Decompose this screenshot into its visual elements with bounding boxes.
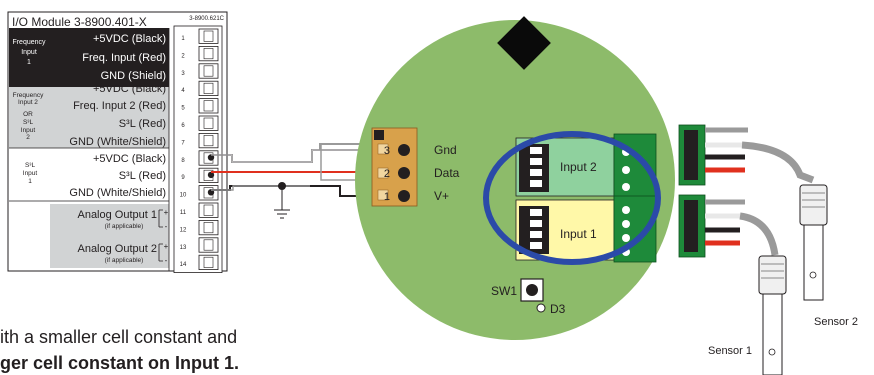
io-module-title: I/O Module 3-8900.401-X (12, 15, 147, 29)
analog-output-1-bracket (158, 209, 163, 228)
analog-outputs-panel (50, 204, 169, 268)
group1-row3: GND (Shield) (101, 70, 166, 82)
analog-output-1-plus: + (164, 208, 169, 217)
group3-name-line3: 1 (28, 178, 32, 185)
connector-pin-3 (398, 144, 410, 156)
terminal-number-7: 7 (181, 140, 185, 146)
pin-2-number: 2 (384, 168, 390, 180)
terminal-number-4: 4 (181, 88, 185, 94)
wire-gray (319, 143, 376, 150)
ground-node (278, 182, 286, 190)
terminal-number-6: 6 (181, 123, 185, 129)
terminal-strip-frame (173, 25, 223, 274)
frequency-input-2-panel (9, 87, 169, 148)
circuit-board: 3 2 1 Gnd Data V+ Input 2 Input 1 (355, 16, 675, 340)
caption-line-2: ger cell constant on Input 1. (0, 353, 239, 373)
group1-name-line3: 1 (27, 59, 31, 66)
group3-row1: +5VDC (Black) (93, 153, 166, 165)
group2-name-line1: Frequency (13, 92, 44, 99)
group2-name-line2: Input 2 (18, 99, 38, 106)
analog-output-2-minus: - (165, 256, 168, 265)
terminal-number-3: 3 (181, 71, 185, 77)
highlight-ellipse (483, 131, 661, 265)
group2-name-line5: Input (21, 127, 36, 134)
pin-1-number: 1 (384, 191, 390, 203)
group3-name-line2: Input (23, 170, 38, 177)
sensor-assembly: Sensor 2 Sensor 1 (678, 124, 858, 375)
group2-name-line3: OR (23, 111, 33, 118)
terminal-number-8: 8 (181, 158, 185, 164)
group2-row2: Freq. Input 2 (Red) (73, 100, 166, 112)
terminal-screw-12 (203, 222, 214, 234)
input-2-label: Input 2 (560, 160, 597, 174)
terminal-connection-dot (207, 154, 215, 161)
sensor-1-cable (739, 212, 779, 256)
terminal-screw-1 (203, 30, 214, 42)
terminal-number-11: 11 (180, 210, 187, 216)
frequency-input-1-panel (9, 28, 169, 87)
wire-shield-gnd (211, 149, 372, 163)
group2-name-line6: 2 (26, 134, 30, 141)
pin-1-label: V+ (434, 189, 449, 203)
group1-row2: Freq. Input (Red) (82, 52, 166, 64)
sensor-2-cable (741, 141, 815, 184)
analog-output-2-bracket (158, 243, 163, 262)
group2-row4: GND (White/Shield) (69, 136, 166, 148)
terminal-screw-2 (203, 48, 214, 60)
terminal-number-2: 2 (181, 53, 185, 59)
board-connector (371, 127, 418, 207)
analog-output-2-plus: + (164, 242, 169, 251)
group3-row3: GND (White/Shield) (69, 187, 166, 199)
terminal-screw-6 (203, 117, 214, 129)
caption-line-1: ith a smaller cell constant and (0, 327, 237, 347)
d3-led-icon (536, 303, 546, 313)
pin-3-label: Gnd (434, 143, 457, 157)
analog-output-2-label: Analog Output 2 (77, 243, 157, 255)
group2-row1: +5VDC (Black) (93, 83, 166, 95)
terminal-number-5: 5 (181, 106, 185, 112)
terminal-number-13: 13 (180, 245, 187, 251)
analog-output-2-note: (if applicable) (105, 257, 144, 264)
sensor-2-label: Sensor 2 (814, 316, 858, 328)
input-1-label: Input 1 (560, 227, 597, 241)
terminal-screw-5 (203, 100, 214, 112)
group3-name-line1: S³L (25, 162, 36, 169)
terminal-connection-dot (207, 171, 215, 179)
part-number: 3-8900.621C (189, 16, 224, 22)
analog-output-1-label: Analog Output 1 (77, 209, 157, 221)
connector-pin-1 (398, 190, 410, 202)
connector-pin-2 (398, 167, 410, 179)
io-module: I/O Module 3-8900.401-X 3-8900.621C Freq… (7, 11, 228, 274)
terminal-screw-7 (203, 135, 214, 147)
terminal-screw-13 (203, 239, 214, 251)
sensor-1-label: Sensor 1 (708, 345, 752, 357)
sensor-1-probe (762, 293, 783, 375)
terminal-screw-3 (203, 65, 214, 77)
terminal-number-9: 9 (181, 175, 185, 181)
sensor-2-probe (803, 224, 824, 301)
group2-row3: S³L (Red) (119, 118, 166, 130)
group1-row1: +5VDC (Black) (93, 33, 166, 45)
d3-label: D3 (550, 302, 566, 316)
group1-name-line1: Frequency (12, 39, 46, 46)
pin-3-number: 3 (384, 145, 390, 157)
terminal-screw-11 (203, 204, 214, 216)
sensor-1-body (758, 255, 787, 295)
group3-row2: S³L (Red) (119, 170, 166, 182)
pin-2-label: Data (434, 166, 460, 180)
group2-name-line4: S³L (23, 119, 34, 126)
group1-name-line2: Input (21, 49, 37, 56)
terminal-screw-4 (203, 82, 214, 94)
sw1-label: SW1 (491, 284, 517, 298)
terminal-number-12: 12 (180, 227, 187, 233)
analog-output-1-minus: - (165, 222, 168, 231)
terminal-number-14: 14 (180, 262, 187, 268)
terminal-screw-14 (203, 256, 214, 268)
terminal-number-1: 1 (181, 36, 185, 42)
sensor-2-body (799, 184, 828, 226)
terminal-number-10: 10 (180, 193, 187, 199)
analog-output-1-note: (if applicable) (105, 223, 144, 230)
